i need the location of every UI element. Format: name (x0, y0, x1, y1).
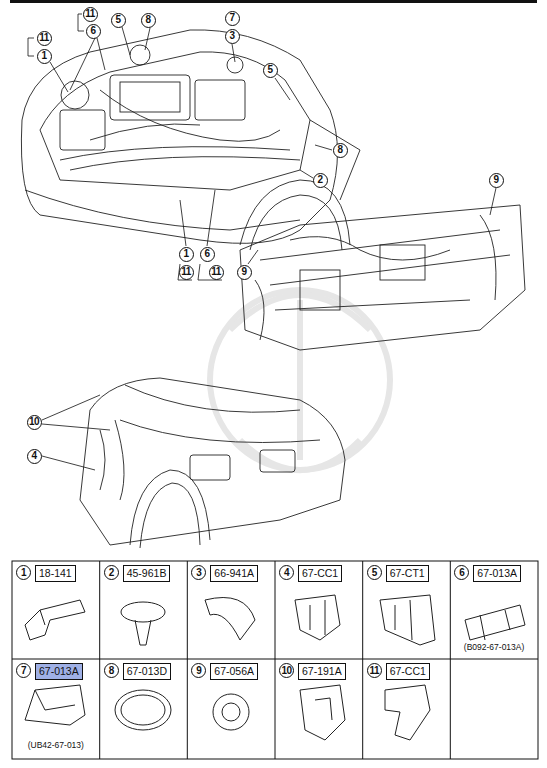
callout-number: 2 (104, 565, 119, 580)
front-car (21, 30, 360, 250)
top-rule (10, 0, 537, 3)
callout-number: 11 (179, 265, 194, 280)
rear-car (80, 378, 345, 548)
callout-number: 10 (279, 663, 294, 678)
part-note: (B092-67-013A) (464, 643, 524, 652)
watermark (210, 290, 390, 470)
callout-number: 9 (489, 173, 504, 188)
part-code: 45-961B (123, 565, 171, 582)
callout-number: 7 (16, 663, 31, 678)
callout-number: 2 (313, 173, 328, 188)
callout-number: 4 (279, 565, 294, 580)
callout-number: 3 (191, 565, 206, 580)
callout-number: 5 (111, 13, 126, 28)
part-code: 67-013D (123, 663, 171, 680)
callout-number: 10 (27, 415, 42, 430)
dashboard (240, 205, 525, 350)
callout-number: 5 (263, 63, 278, 78)
part-pictures (25, 595, 525, 740)
callout-number: 5 (367, 565, 382, 580)
parts-table (12, 561, 538, 759)
part-code: 67-191A (298, 663, 346, 680)
part-code: 67-CC1 (298, 565, 342, 582)
callout-number: 11 (83, 7, 98, 22)
callout-number: 9 (237, 265, 252, 280)
part-note: (UB42-67-013) (28, 741, 84, 750)
callout-number: 11 (367, 663, 382, 678)
callout-number: 1 (16, 565, 31, 580)
part-code: 67-CC1 (386, 663, 430, 680)
callout-number: 8 (104, 663, 119, 678)
callout-number: 3 (225, 29, 240, 44)
callout-number: 6 (200, 247, 215, 262)
part-code: 67-013A (473, 565, 521, 582)
part-code: 67-056A (210, 663, 258, 680)
callout-number: 1 (37, 49, 52, 64)
callout-number: 6 (454, 565, 469, 580)
part-code: 66-941A (210, 565, 258, 582)
part-code: 18-141 (35, 565, 76, 582)
callout-number: 8 (141, 13, 156, 28)
callout-number: 6 (86, 24, 101, 39)
callout-number: 4 (27, 449, 42, 464)
callout-number: 9 (191, 663, 206, 678)
part-code: 67-013A (35, 663, 83, 680)
callout-number: 1 (179, 247, 194, 262)
leader-lines (28, 14, 496, 470)
part-code: 67-CT1 (386, 565, 429, 582)
callout-number: 11 (209, 265, 224, 280)
callout-number: 7 (225, 11, 240, 26)
callout-number: 11 (37, 31, 52, 46)
callout-number: 8 (333, 143, 348, 158)
